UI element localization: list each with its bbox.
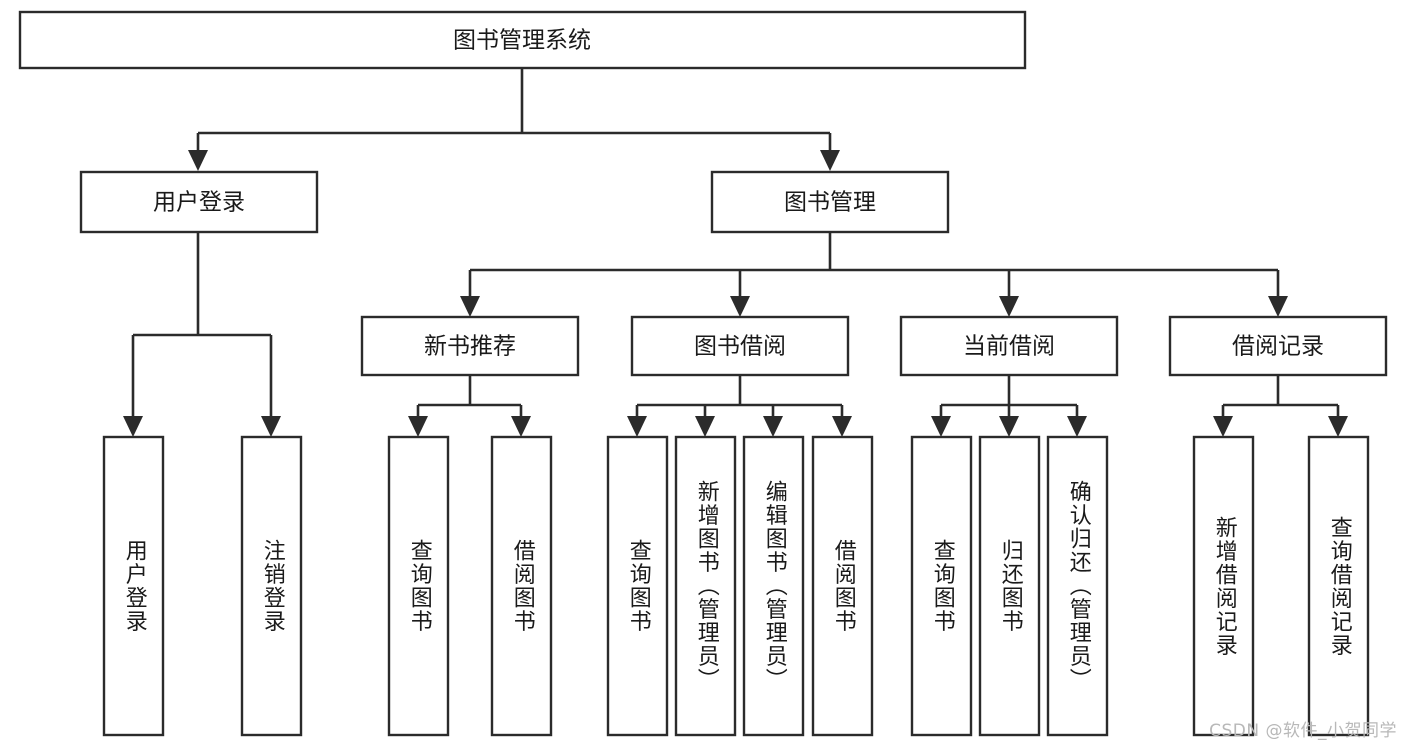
arrowhead-leaf-user-login (123, 416, 143, 437)
arrowhead-new-book-rec (460, 296, 480, 317)
node-box-leaf-add-book[interactable] (674, 435, 737, 737)
arrowhead-leaf-query-record (1328, 416, 1348, 437)
node-box-current-borrow[interactable] (899, 315, 1119, 377)
arrowhead-leaf-query-book-1 (408, 416, 428, 437)
arrowhead-leaf-borrow-book-2 (832, 416, 852, 437)
node-box-leaf-borrow-book-1[interactable] (490, 435, 553, 737)
node-label-book-borrow: 图书借阅 (694, 334, 786, 360)
watermark-text: CSDN @软件_小贺同学 (1209, 721, 1397, 741)
arrowhead-leaf-confirm-return (1067, 416, 1087, 437)
node-box-root[interactable] (18, 10, 1027, 70)
arrowhead-book-borrow (730, 296, 750, 317)
node-box-leaf-return-book[interactable] (978, 435, 1041, 737)
node-label-root: 图书管理系统 (453, 28, 591, 54)
node-label-book-admin: 图书管理 (784, 190, 876, 216)
node-label-current-borrow: 当前借阅 (963, 334, 1055, 360)
arrowhead-borrow-record (1268, 296, 1288, 317)
node-box-book-admin[interactable] (710, 170, 950, 234)
node-box-leaf-add-record[interactable] (1192, 435, 1255, 737)
node-box-new-book-rec[interactable] (360, 315, 580, 377)
arrowhead-current-borrow (999, 296, 1019, 317)
node-box-book-borrow[interactable] (630, 315, 850, 377)
arrowhead-leaf-user-logout (261, 416, 281, 437)
node-box-leaf-query-record[interactable] (1307, 435, 1370, 737)
node-box-leaf-user-logout[interactable] (240, 435, 303, 737)
node-box-borrow-record[interactable] (1168, 315, 1388, 377)
arrowhead-leaf-return-book (999, 416, 1019, 437)
arrowhead-leaf-query-book-2 (627, 416, 647, 437)
node-box-leaf-edit-book[interactable] (742, 435, 805, 737)
node-label-new-book-rec: 新书推荐 (424, 334, 516, 360)
arrowhead-book-admin (820, 150, 840, 171)
node-box-leaf-user-login[interactable] (102, 435, 165, 737)
node-box-leaf-query-book-1[interactable] (387, 435, 450, 737)
arrowhead-user-login (188, 150, 208, 171)
arrowhead-leaf-query-book-3 (931, 416, 951, 437)
node-box-leaf-query-book-2[interactable] (606, 435, 669, 737)
node-label-user-login: 用户登录 (153, 190, 245, 216)
node-box-leaf-confirm-return[interactable] (1046, 435, 1109, 737)
node-box-leaf-borrow-book-2[interactable] (811, 435, 874, 737)
arrowhead-leaf-add-book (695, 416, 715, 437)
arrowhead-leaf-borrow-book-1 (511, 416, 531, 437)
arrowhead-leaf-add-record (1213, 416, 1233, 437)
node-label-borrow-record: 借阅记录 (1232, 334, 1324, 360)
node-box-leaf-query-book-3[interactable] (910, 435, 973, 737)
connector-group (123, 68, 1348, 437)
node-box-user-login[interactable] (79, 170, 319, 234)
arrowhead-leaf-edit-book (763, 416, 783, 437)
